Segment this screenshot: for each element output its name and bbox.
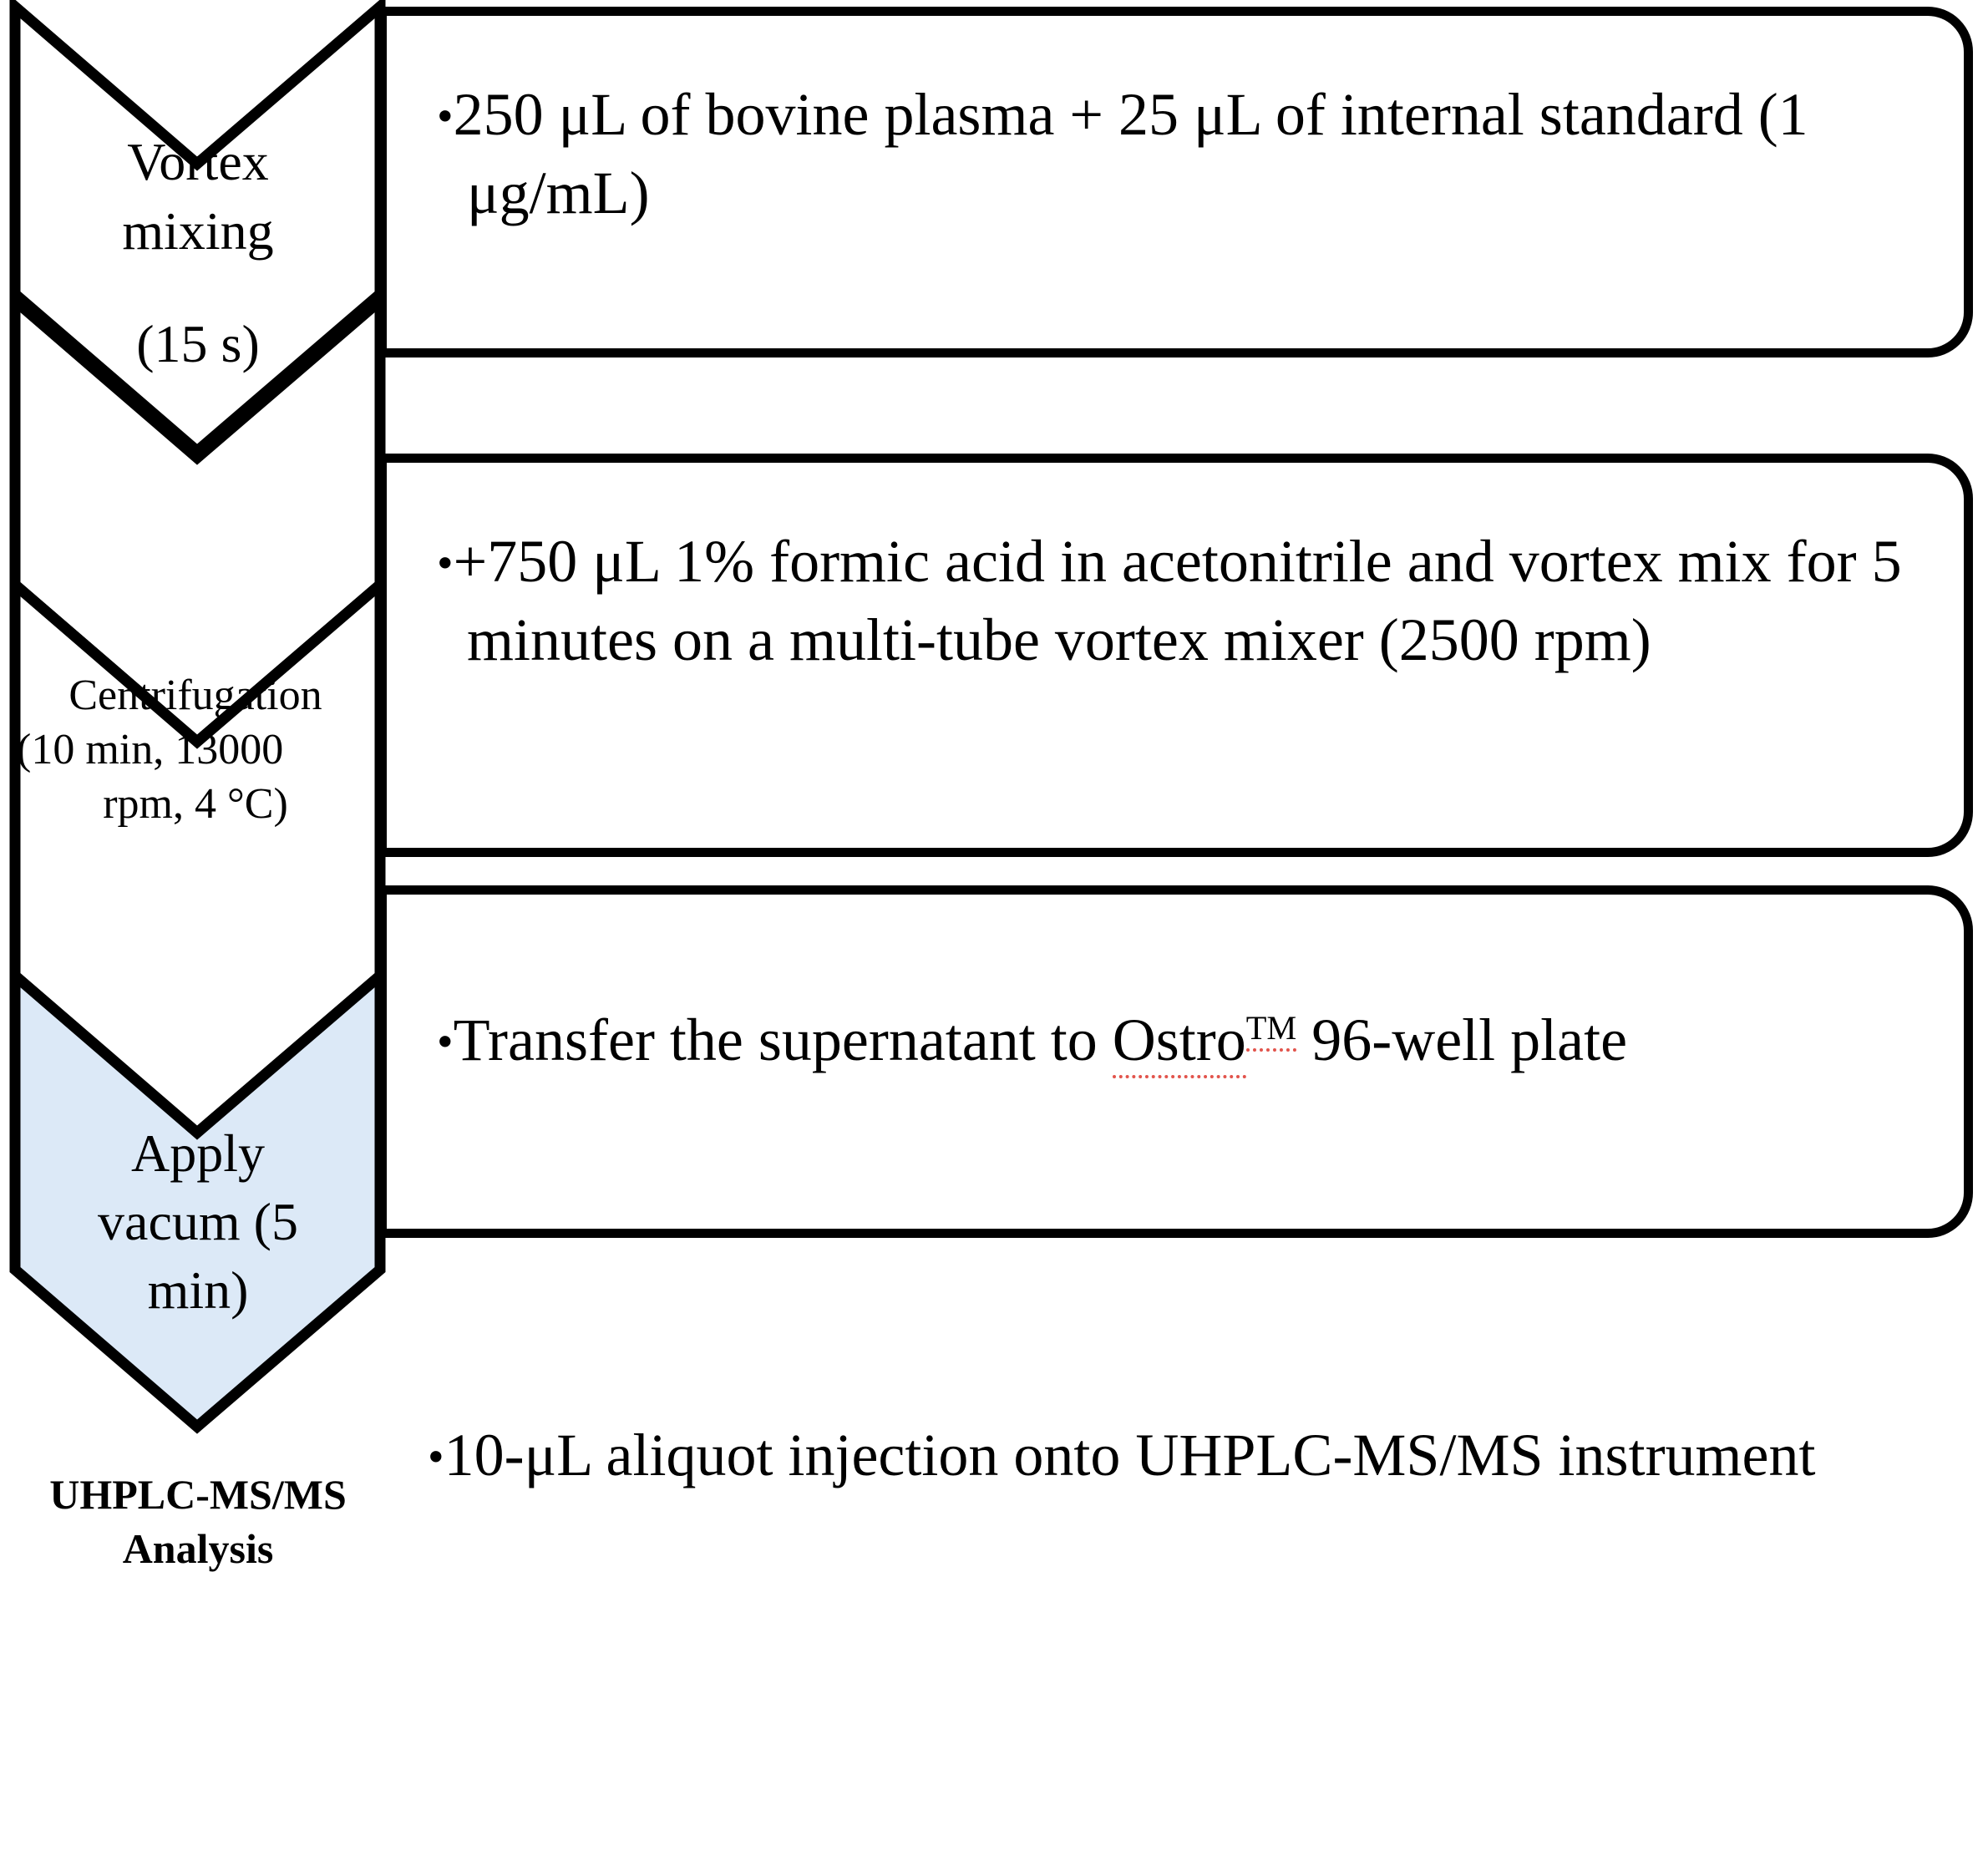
callout-box-step-4[interactable]: •10-μL aliquot injection onto UHPLC-MS/M…	[378, 1403, 1973, 1654]
chevron-label-step-3-line-2: vacum (5	[98, 1191, 298, 1251]
trademark-word: Ostro	[1112, 1007, 1246, 1078]
callout-box-step-2[interactable]: •+750 μL 1% formic acid in acetonitrile …	[378, 454, 1973, 857]
callout-body-step-1: •250 μL of bovine plasma + 25 μL of inte…	[387, 76, 1964, 232]
callout-bullet-line-step-4: •10-μL aliquot injection onto UHPLC-MS/M…	[428, 1417, 1951, 1495]
chevron-label-step-1-line-1: Vortex	[127, 132, 269, 191]
chevron-label-step-4-line-1: UHPLC-MS/MS	[49, 1471, 347, 1518]
chevron-label-step-3-line-1: Apply	[131, 1123, 265, 1183]
callout-bullet-line-step-3: •Transfer the supernatant to OstroTM 96-…	[437, 1001, 1942, 1080]
callout-bullet-line-step-2: •+750 μL 1% formic acid in acetonitrile …	[437, 523, 1942, 679]
callout-text-step-3-prefix: Transfer the supernatant to	[453, 1007, 1113, 1073]
chevron-label-step-4-line-2: Analysis	[122, 1525, 274, 1572]
trademark-superscript: TM	[1245, 1009, 1297, 1052]
callout-box-step-1[interactable]: •250 μL of bovine plasma + 25 μL of inte…	[378, 7, 1973, 357]
chevron-label-step-4: UHPLC-MS/MS Analysis	[12, 1468, 384, 1576]
chevron-shape-step-3-outline	[9, 572, 386, 1140]
chevron-label-step-3-line-3: min)	[147, 1260, 249, 1320]
chevron-label-step-2-line-1: Centrifugation	[68, 672, 322, 719]
chevron-label-step-3: Apply vacum (5 min)	[12, 1119, 384, 1325]
callout-text-step-1: 250 μL of bovine plasma + 25 μL of inter…	[453, 81, 1808, 226]
callout-body-step-2: •+750 μL 1% formic acid in acetonitrile …	[387, 523, 1964, 679]
callout-text-step-2: +750 μL 1% formic acid in acetonitrile a…	[453, 528, 1902, 673]
bullet-icon: •	[437, 90, 454, 143]
callout-bullet-line-step-1: •250 μL of bovine plasma + 25 μL of inte…	[437, 76, 1929, 232]
chevron-label-step-1: Vortex mixing (15 s)	[12, 127, 384, 379]
bullet-icon: •	[437, 1016, 454, 1068]
chevron-label-step-2-line-2: (10 min, 13000	[17, 726, 284, 773]
chevron-shape-step-3[interactable]	[9, 572, 386, 1140]
bullet-icon: •	[437, 537, 454, 590]
chevron-label-step-2: Centrifugation (10 min, 13000 rpm, 4 °C)	[5, 668, 386, 831]
chevron-label-step-1-line-2: mixing	[122, 201, 274, 261]
callout-body-step-4: •10-μL aliquot injection onto UHPLC-MS/M…	[378, 1417, 1973, 1495]
chevron-label-step-2-line-3: rpm, 4 °C)	[103, 780, 288, 828]
callout-box-step-3[interactable]: •Transfer the supernatant to OstroTM 96-…	[378, 885, 1973, 1238]
callout-body-step-3: •Transfer the supernatant to OstroTM 96-…	[387, 1001, 1964, 1080]
bullet-icon: •	[428, 1431, 444, 1483]
callout-text-step-3-suffix: 96-well plate	[1296, 1007, 1628, 1073]
callout-text-step-4: 10-μL aliquot injection onto UHPLC-MS/MS…	[444, 1422, 1816, 1488]
chevron-label-step-1-line-3: (15 s)	[136, 314, 260, 374]
